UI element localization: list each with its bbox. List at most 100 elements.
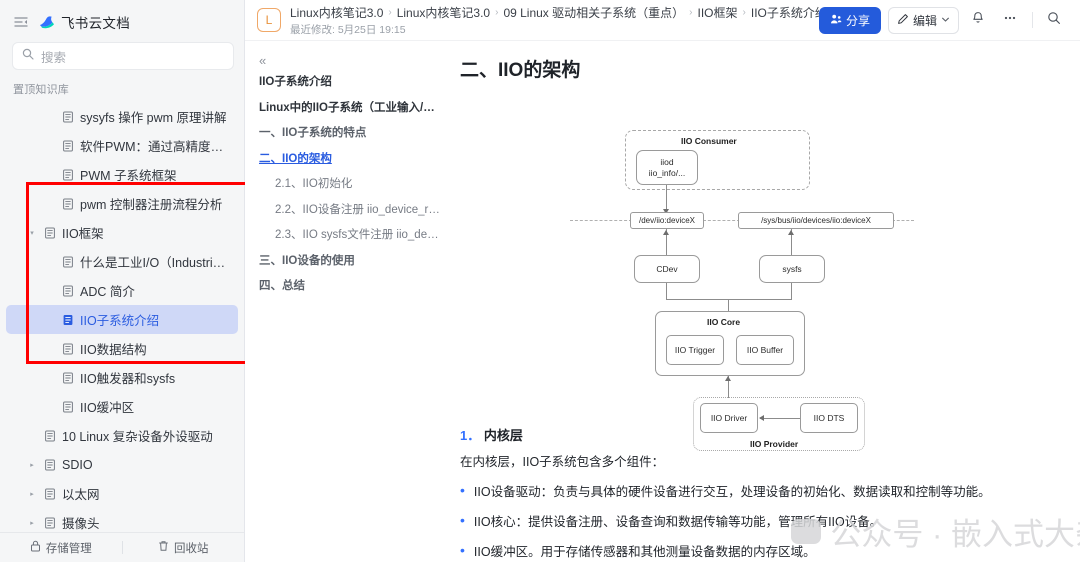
document-avatar: L <box>257 8 281 32</box>
toc-collapse-icon[interactable]: « <box>259 53 267 68</box>
sys-node-label: /sys/bus/iio/devices/iio:deviceX <box>761 215 871 225</box>
trash-icon <box>158 540 169 555</box>
last-modified-text: 最近修改: 5月25日 19:15 <box>290 23 406 36</box>
edge-sysfs-sys <box>791 229 792 256</box>
breadcrumb-separator: › <box>689 6 693 18</box>
sidebar-item-8[interactable]: IIO数据结构 <box>6 334 238 363</box>
toc-item-1[interactable]: Linux中的IIO子系统（工业输入/输... <box>259 101 440 114</box>
sidebar-item-4[interactable]: ▾IIO框架 <box>6 218 238 247</box>
iiod-box: iiod iio_info/... <box>636 150 698 185</box>
section-number: 1． <box>460 428 481 443</box>
dashed-rail-left <box>570 220 632 221</box>
edge-iiod-dev <box>666 185 667 212</box>
sidebar-item-label: IIO缓冲区 <box>80 401 135 415</box>
document-icon <box>43 488 57 500</box>
breadcrumb-item-3[interactable]: IIO框架 <box>697 5 738 20</box>
cdev-label: CDev <box>656 263 678 274</box>
iio-trigger-box: IIO Trigger <box>666 335 724 365</box>
document-icon <box>61 140 75 152</box>
sidebar-item-9[interactable]: IIO触发器和sysfs <box>6 363 238 392</box>
sidebar-item-7[interactable]: IIO子系统介绍 <box>6 305 238 334</box>
toc-item-6[interactable]: 2.3、IIO sysfs文件注册 iio_device... <box>275 229 440 242</box>
bullet-item-2: •IIO缓冲区。用于存储传感器和其他测量设备数据的内存区域。 <box>460 543 1080 561</box>
expand-caret-icon[interactable]: ▸ <box>30 461 34 469</box>
edit-button[interactable]: 编辑 <box>887 6 959 34</box>
sidebar-item-label: sysyfs 操作 pwm 原理讲解 <box>80 111 227 125</box>
document-icon <box>61 198 75 210</box>
cdev-box: CDev <box>634 255 700 283</box>
sidebar-item-12[interactable]: ▸SDIO <box>6 450 238 479</box>
expand-caret-icon[interactable]: ▸ <box>30 490 34 498</box>
breadcrumb-item-0[interactable]: Linux内核笔记3.0 <box>290 5 384 20</box>
arrowhead-dts-driver <box>759 415 764 421</box>
storage-management-button[interactable]: 存储管理 <box>0 540 122 556</box>
sidebar-item-0[interactable]: sysyfs 操作 pwm 原理讲解 <box>6 102 238 131</box>
iio-dts-box: IIO DTS <box>800 403 858 433</box>
arrowhead-sysfs-sys <box>788 230 794 235</box>
sidebar-item-label: ADC 简介 <box>80 285 135 299</box>
iio-architecture-diagram: IIO Consumer iiod iio_info/... /dev/iio:… <box>460 92 1080 451</box>
iio-consumer-label: IIO Consumer <box>681 136 737 146</box>
breadcrumb-item-1[interactable]: Linux内核笔记3.0 <box>396 5 491 20</box>
toc-list: IIO子系统介绍 Linux中的IIO子系统（工业输入/输... 一、IIO子系统的… <box>259 75 440 295</box>
share-people-icon <box>830 13 842 28</box>
toc-item-4[interactable]: 2.1、IIO初始化 <box>275 178 353 191</box>
more-options-button[interactable] <box>998 8 1023 33</box>
edge-driver-core <box>728 376 729 398</box>
edge-sysfs-core <box>791 283 792 300</box>
breadcrumb-separator: › <box>742 6 746 18</box>
sidebar: 飞书云文档 搜索 置顶知识库 sysyfs 操作 pwm 原理讲解软件PWM：通… <box>0 0 248 562</box>
breadcrumb-item-2[interactable]: 09 Linux 驱动相关子系统（重点） <box>503 5 685 20</box>
bullet-list: •IIO设备驱动：负责与具体的硬件设备进行交互，处理设备的初始化、数据读取和控制… <box>460 482 1080 562</box>
search-icon <box>22 47 34 65</box>
iiod-box-label: iiod iio_info/... <box>648 156 686 178</box>
storage-management-label: 存储管理 <box>45 542 92 555</box>
search-button[interactable] <box>1042 8 1067 33</box>
sidebar-item-label: pwm 控制器注册流程分析 <box>80 198 223 212</box>
edge-cdev-core <box>666 283 667 300</box>
sidebar-item-14[interactable]: ▸摄像头 <box>6 508 238 532</box>
sidebar-item-13[interactable]: ▸以太网 <box>6 479 238 508</box>
sidebar-collapse-icon[interactable] <box>12 13 30 31</box>
toc-item-2[interactable]: 一、IIO子系统的特点 <box>259 127 367 140</box>
sysfs-label: sysfs <box>782 263 802 274</box>
toc-item-3[interactable]: 二、IIO的架构 <box>259 152 332 165</box>
document-icon <box>61 256 75 268</box>
bullet-text: IIO核心：提供设备注册、设备查询和数据传输等功能，管理所有IIO设备。 <box>473 514 883 529</box>
table-of-contents: « IIO子系统介绍 Linux中的IIO子系统（工业输入/输... 一、IIO子系… <box>245 41 450 562</box>
sidebar-item-10[interactable]: IIO缓冲区 <box>6 392 238 421</box>
search-icon <box>1047 11 1061 30</box>
expand-caret-icon[interactable]: ▸ <box>30 519 34 527</box>
sidebar-item-label: 10 Linux 复杂设备外设驱动 <box>62 430 213 444</box>
search-input[interactable]: 搜索 <box>12 42 234 70</box>
trash-button[interactable]: 回收站 <box>123 540 245 556</box>
sidebar-item-3[interactable]: pwm 控制器注册流程分析 <box>6 189 238 218</box>
share-button[interactable]: 分享 <box>818 6 881 34</box>
sidebar-item-label: PWM 子系统框架 <box>80 169 177 183</box>
document-icon <box>61 372 75 384</box>
toc-item-7[interactable]: 三、IIO设备的使用 <box>259 254 355 267</box>
breadcrumb-item-4[interactable]: IIO子系统介绍 <box>750 5 819 20</box>
create-button[interactable] <box>1074 8 1080 33</box>
toc-item-5[interactable]: 2.2、IIO设备注册 iio_device_regis... <box>275 203 440 216</box>
bullet-item-1: •IIO核心：提供设备注册、设备查询和数据传输等功能，管理所有IIO设备。 <box>460 512 1080 531</box>
bullet-text: IIO缓冲区。用于存储传感器和其他测量设备数据的内存区域。 <box>473 545 816 559</box>
sidebar-item-label: IIO子系统介绍 <box>80 314 160 328</box>
notifications-button[interactable] <box>966 8 991 33</box>
toc-item-8[interactable]: 四、总结 <box>259 280 305 293</box>
app-brand[interactable]: 飞书云文档 <box>38 12 130 32</box>
iio-buffer-label: IIO Buffer <box>746 344 784 355</box>
sidebar-item-6[interactable]: ADC 简介 <box>6 276 238 305</box>
document-icon <box>61 343 75 355</box>
chevron-down-icon <box>941 13 950 27</box>
sidebar-item-5[interactable]: 什么是工业I/O（Industrial I/O，IIO） <box>6 247 238 276</box>
top-actions: 分享 编辑 <box>818 6 1080 34</box>
sidebar-item-11[interactable]: 10 Linux 复杂设备外设驱动 <box>6 421 238 450</box>
sys-node-box: /sys/bus/iio/devices/iio:deviceX <box>738 212 894 229</box>
sidebar-item-2[interactable]: PWM 子系统框架 <box>6 160 238 189</box>
toc-item-0[interactable]: IIO子系统介绍 <box>259 76 332 88</box>
edit-label: 编辑 <box>912 13 937 28</box>
sidebar-item-1[interactable]: 软件PWM：通过高精度定时器 <box>6 131 238 160</box>
more-horizontal-icon <box>1003 11 1017 30</box>
expand-caret-icon[interactable]: ▾ <box>30 229 34 237</box>
